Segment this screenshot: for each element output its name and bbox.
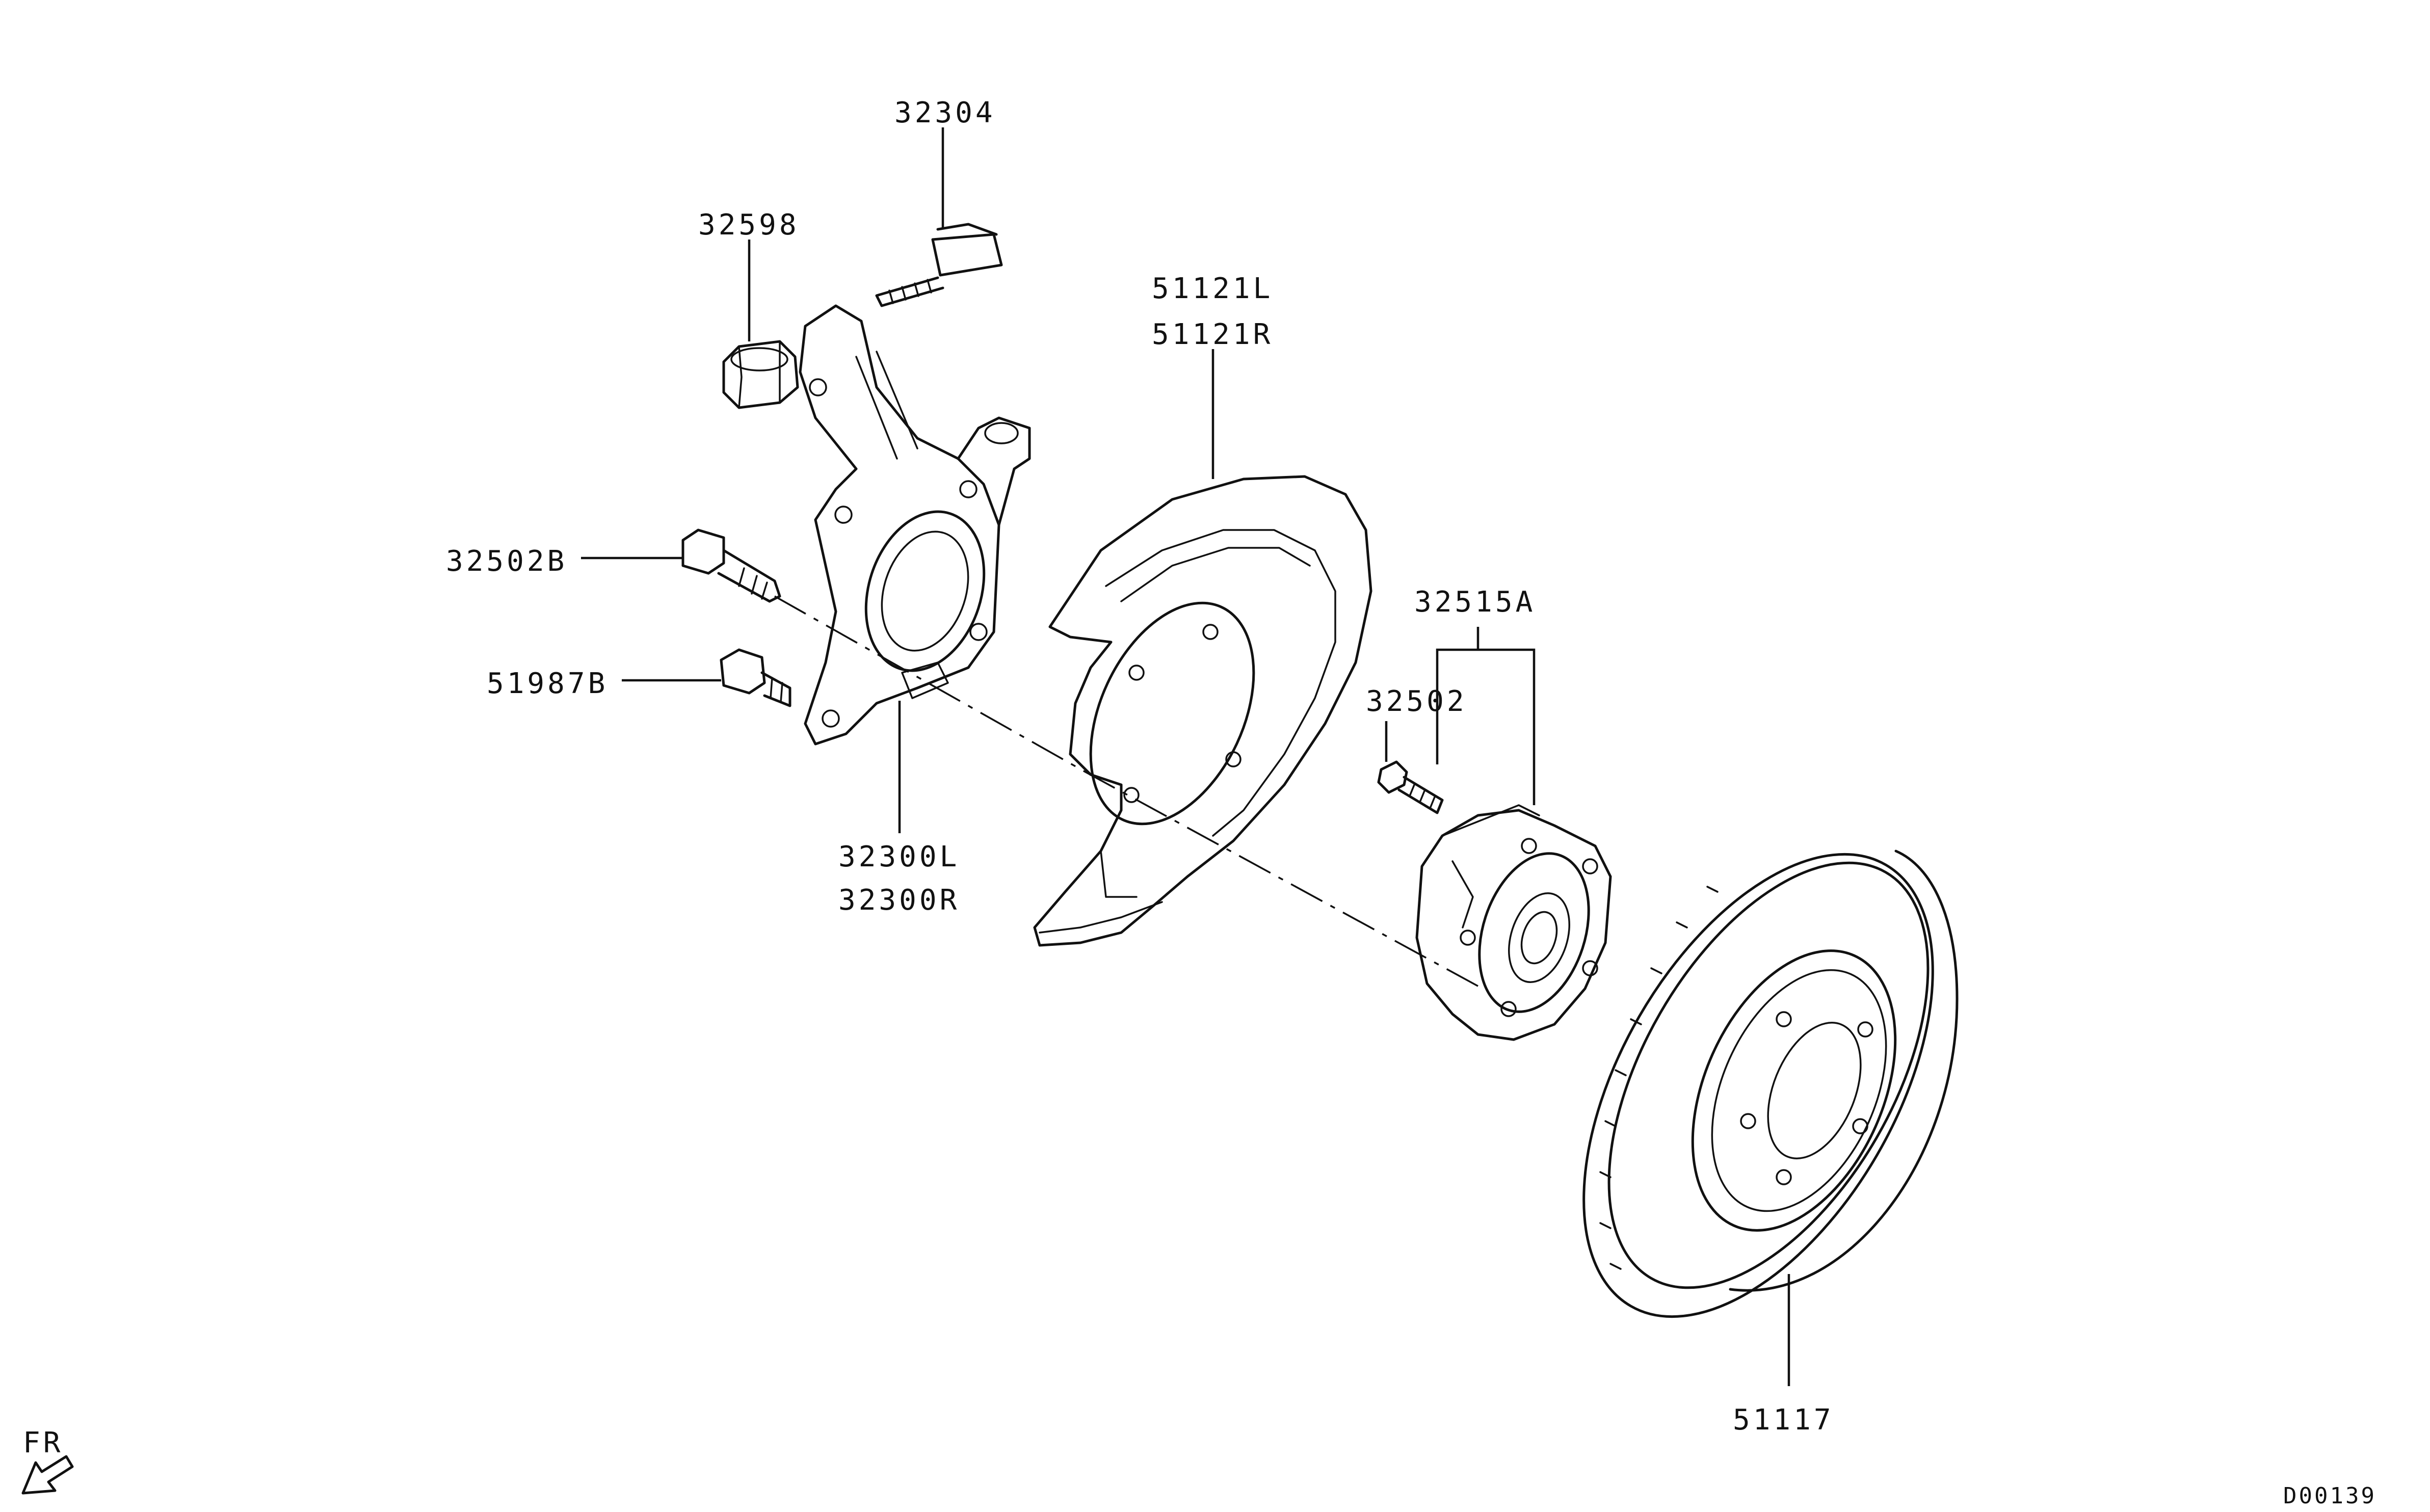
hub-bolt-32502[interactable]: [1377, 760, 1444, 814]
front-label: FR: [23, 1426, 63, 1460]
label-51121L: 51121L: [1152, 272, 1273, 305]
bolt-32502B[interactable]: [681, 528, 781, 603]
bolt-51987B[interactable]: [720, 648, 791, 707]
leader-lines: [581, 127, 1790, 1386]
nut-32598[interactable]: [722, 340, 799, 409]
label-32598: 32598: [698, 208, 800, 242]
bolt-32304[interactable]: [875, 223, 1003, 307]
diagram-code: D00139: [2283, 1483, 2376, 1509]
label-51117: 51117: [1733, 1403, 1834, 1437]
label-51987B: 51987B: [487, 667, 608, 700]
hub-bearing-32515A[interactable]: [1415, 804, 1612, 1041]
label-32300L: 32300L: [838, 840, 960, 873]
dust-shield-51121[interactable]: [1033, 475, 1372, 947]
steering-knuckle-32300[interactable]: [799, 304, 1031, 746]
arrow-icon: [21, 1455, 74, 1495]
label-32304: 32304: [894, 96, 996, 129]
front-direction-arrow: FR: [21, 1426, 74, 1495]
label-32502: 32502: [1366, 685, 1467, 718]
assembly-axis: [774, 595, 1478, 987]
brake-disc-51117[interactable]: [1512, 796, 2005, 1375]
label-32515A: 32515A: [1414, 586, 1536, 619]
label-32502B: 32502B: [446, 545, 567, 578]
label-51121R: 51121R: [1152, 318, 1273, 351]
label-32300R: 32300R: [838, 884, 960, 917]
